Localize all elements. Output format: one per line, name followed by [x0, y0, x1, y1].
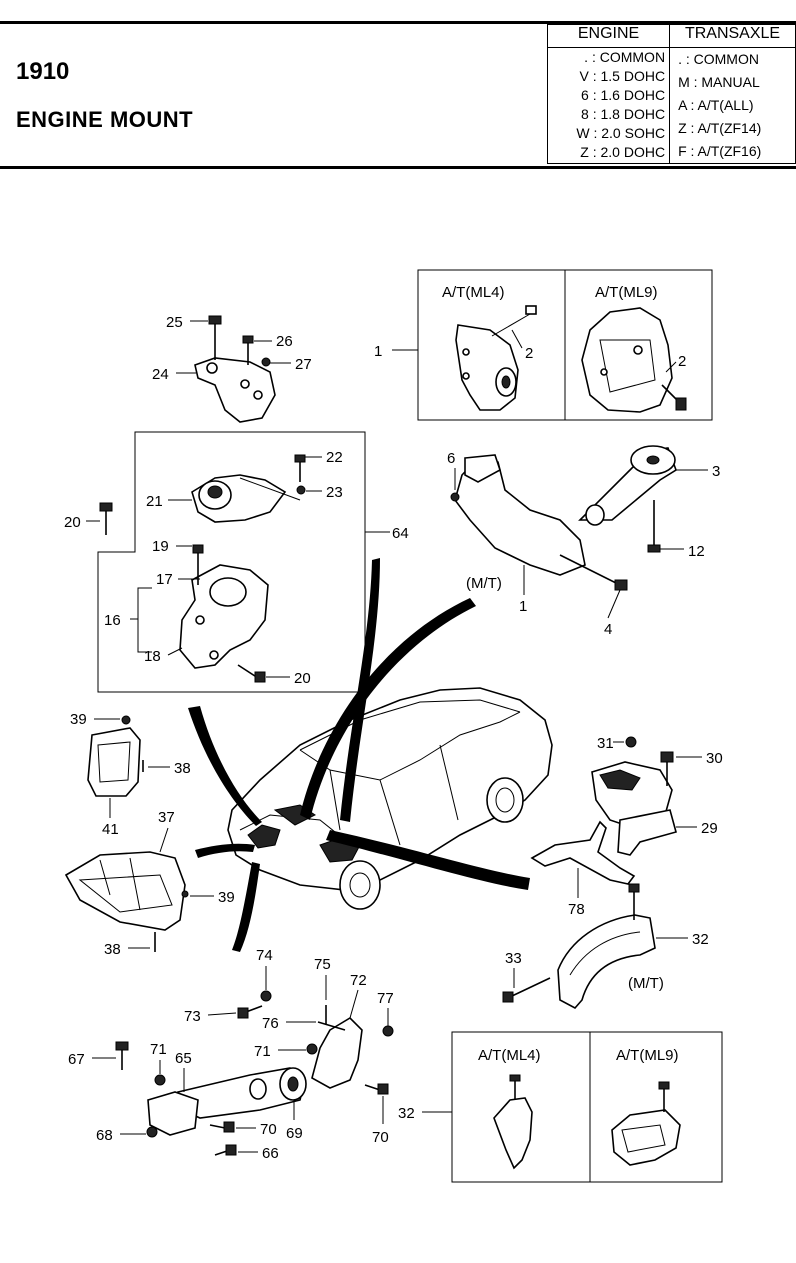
- front-mount-assembly: 25 26 27 24 64 22 23 21 20: [64, 314, 409, 693]
- callout-64: 64: [392, 525, 409, 542]
- callout-4: 4: [604, 621, 612, 638]
- callout-38: 38: [174, 760, 191, 777]
- callout-65: 65: [175, 1050, 192, 1067]
- callout-17: 17: [156, 571, 173, 588]
- engine-code: Z : 2.0 DOHC: [580, 144, 666, 160]
- callout-24: 24: [152, 366, 169, 383]
- callout-32: 32: [692, 931, 709, 948]
- callout-73: 73: [184, 1008, 201, 1025]
- callout-2: 2: [525, 345, 533, 362]
- transaxle-code: M : MANUAL: [678, 74, 760, 90]
- callout-32: 32: [398, 1105, 415, 1122]
- callout-72: 72: [350, 972, 367, 989]
- engine-header: ENGINE: [546, 24, 671, 48]
- rear-mount-parts: 31 30 29 78: [530, 735, 723, 918]
- callout-70: 70: [260, 1121, 277, 1138]
- callout-1: 1: [374, 343, 382, 360]
- at-mount-box-top: A/T(ML4) A/T(ML9) 1 2 2: [374, 269, 713, 421]
- callout-71: 71: [150, 1041, 167, 1058]
- engine-code: 6 : 1.6 DOHC: [581, 87, 666, 103]
- callout-6: 6: [447, 450, 455, 467]
- engine-code-list: . : COMMON V : 1.5 DOHC 6 : 1.6 DOHC 8 :…: [546, 47, 671, 164]
- roll-rod-assembly: 74 75 72 77 73 76 71 65 71 67 68 70 69 6…: [68, 947, 394, 1162]
- transaxle-code: F : A/T(ZF16): [678, 143, 762, 159]
- transaxle-code: A : A/T(ALL): [678, 97, 754, 113]
- left-cover-parts: 39 38 41 37 39 38: [64, 711, 235, 958]
- engine-code: V : 1.5 DOHC: [579, 68, 666, 84]
- callout-71: 71: [254, 1043, 271, 1060]
- callout-23: 23: [326, 484, 343, 501]
- callout-2: 2: [678, 353, 686, 370]
- transaxle-header: TRANSAXLE: [669, 24, 796, 48]
- callout-38: 38: [104, 941, 121, 958]
- callout-77: 77: [377, 990, 394, 1007]
- section-code: 1910: [16, 58, 70, 85]
- mt-label: (M/T): [466, 575, 502, 592]
- callout-18: 18: [144, 648, 161, 665]
- ml9-rear-mount-drawing: [611, 1081, 681, 1166]
- at-box-frame: [451, 1031, 723, 1183]
- at-ml4-label: A/T(ML4): [442, 284, 505, 301]
- callout-29: 29: [701, 820, 718, 837]
- callout-74: 74: [256, 947, 273, 964]
- callout-26: 26: [276, 333, 293, 350]
- callout-27: 27: [295, 356, 312, 373]
- transaxle-code-list: . : COMMON M : MANUAL A : A/T(ALL) Z : A…: [669, 47, 796, 164]
- callout-25: 25: [166, 314, 183, 331]
- callout-19: 19: [152, 538, 169, 555]
- callout-75: 75: [314, 956, 331, 973]
- callout-69: 69: [286, 1125, 303, 1142]
- page-header: 1910 ENGINE MOUNT ENGINE TRANSAXLE . : C…: [0, 0, 796, 170]
- callout-33: 33: [505, 950, 522, 967]
- at-ml9-label: A/T(ML9): [595, 284, 658, 301]
- callout-20: 20: [64, 514, 81, 531]
- callout-70: 70: [372, 1129, 389, 1146]
- car-body-drawing: [227, 687, 553, 910]
- ml9-bracket-drawing: [581, 307, 687, 413]
- engine-code: W : 2.0 SOHC: [576, 125, 666, 141]
- callout-39: 39: [218, 889, 235, 906]
- callout-3: 3: [712, 463, 720, 480]
- callout-12: 12: [688, 543, 705, 560]
- header-top-rule: [0, 21, 796, 24]
- ml4-bracket-drawing: [455, 305, 537, 411]
- pointer-arrows: [188, 558, 530, 952]
- at-mount-box-bottom: A/T(ML4) A/T(ML9) 32: [398, 1031, 723, 1183]
- callout-16: 16: [104, 612, 121, 629]
- engine-code: . : COMMON: [584, 49, 666, 65]
- callout-31: 31: [597, 735, 614, 752]
- mt-label: (M/T): [628, 975, 664, 992]
- callout-67: 67: [68, 1051, 85, 1068]
- section-title: ENGINE MOUNT: [16, 107, 194, 132]
- callout-30: 30: [706, 750, 723, 767]
- callout-20: 20: [294, 670, 311, 687]
- callout-78: 78: [568, 901, 585, 918]
- mt-rear-mount: 32 33 (M/T): [502, 883, 709, 1010]
- exploded-diagram: A/T(ML4) A/T(ML9) 1 2 2: [64, 269, 723, 1183]
- at-ml9-label: A/T(ML9): [616, 1047, 679, 1064]
- at-ml4-label: A/T(ML4): [478, 1047, 541, 1064]
- callout-1: 1: [519, 598, 527, 615]
- callout-37: 37: [158, 809, 175, 826]
- callout-21: 21: [146, 493, 163, 510]
- callout-41: 41: [102, 821, 119, 838]
- engine-code: 8 : 1.8 DOHC: [581, 106, 666, 122]
- callout-22: 22: [326, 449, 343, 466]
- ml4-rear-mount-drawing: [493, 1074, 533, 1170]
- mt-mount-assembly: 6 3 12 (M/T) 1 4: [447, 445, 720, 638]
- header-bottom-rule: [0, 166, 796, 169]
- code-table: ENGINE TRANSAXLE . : COMMON V : 1.5 DOHC…: [546, 24, 796, 164]
- transaxle-code: . : COMMON: [678, 51, 759, 67]
- callout-66: 66: [262, 1145, 279, 1162]
- callout-39: 39: [70, 711, 87, 728]
- callout-68: 68: [96, 1127, 113, 1144]
- callout-76: 76: [262, 1015, 279, 1032]
- transaxle-code: Z : A/T(ZF14): [678, 120, 762, 136]
